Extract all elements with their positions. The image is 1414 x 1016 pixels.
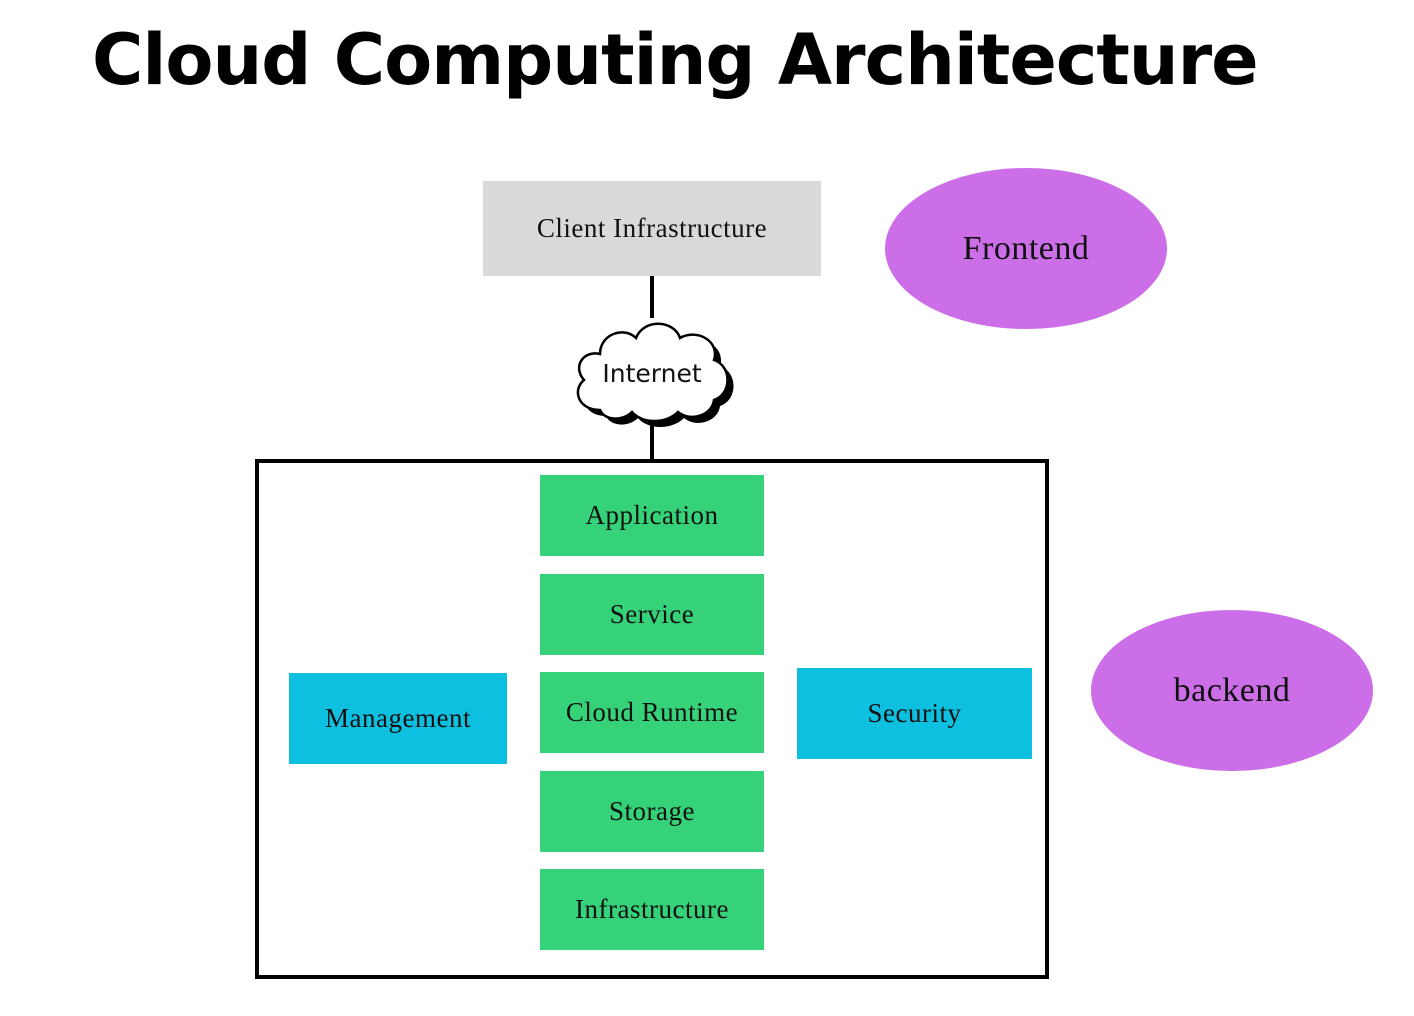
management-box: Management	[289, 673, 507, 764]
connector-client-internet	[650, 276, 654, 318]
frontend-label: Frontend	[885, 168, 1167, 329]
cloud-runtime-box: Cloud Runtime	[540, 672, 764, 753]
cloud-icon	[576, 322, 734, 427]
backend-label: backend	[1091, 610, 1373, 771]
application-box: Application	[540, 475, 764, 556]
service-box: Service	[540, 574, 764, 655]
backend-frame	[255, 459, 1049, 979]
storage-box: Storage	[540, 771, 764, 852]
internet-cloud: Internet	[566, 312, 738, 430]
connector-internet-backend	[650, 422, 654, 462]
page-title: Cloud Computing Architecture	[92, 19, 1259, 101]
infrastructure-box: Infrastructure	[540, 869, 764, 950]
internet-label: Internet	[602, 358, 702, 388]
client-infrastructure-box: Client Infrastructure	[483, 181, 821, 276]
security-box: Security	[797, 668, 1032, 759]
